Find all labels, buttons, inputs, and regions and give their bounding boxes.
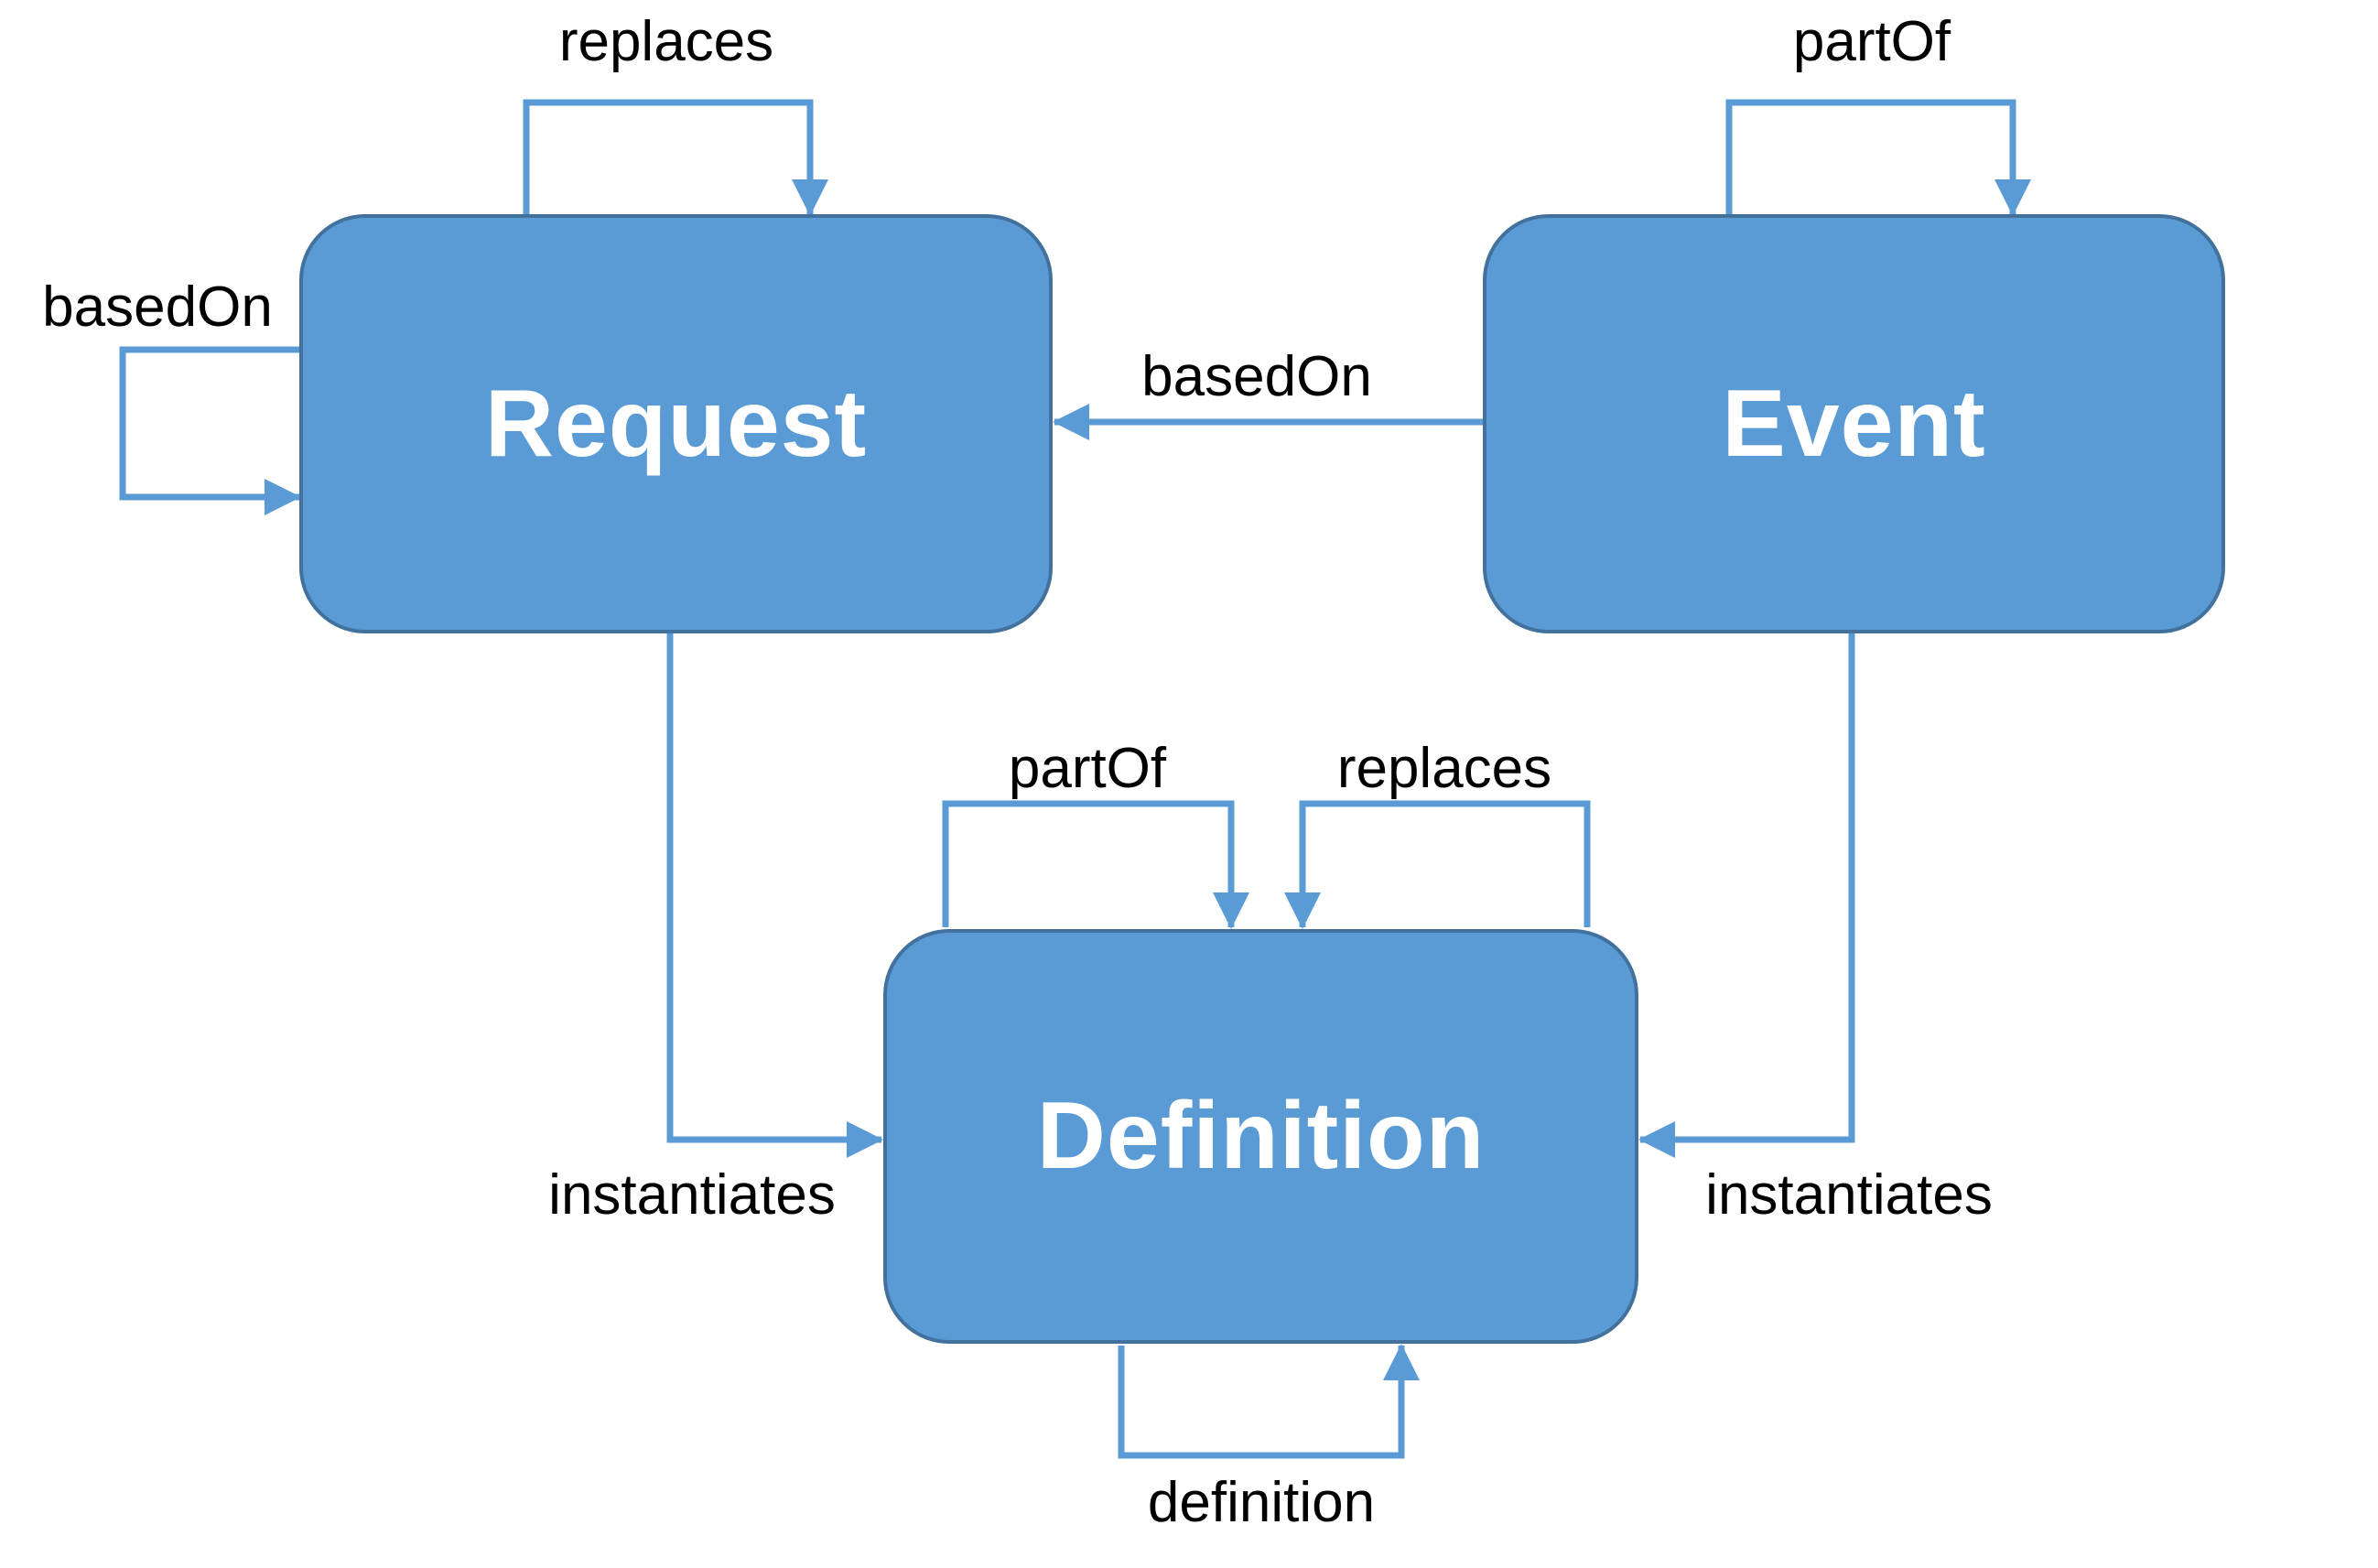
node-request-title: Request bbox=[484, 370, 868, 477]
node-request: Request bbox=[299, 214, 1053, 633]
edge-request-self-basedon bbox=[119, 346, 302, 515]
edge-label-request-basedon: basedOn bbox=[42, 276, 273, 339]
edge-event-self-partof bbox=[1725, 99, 2031, 218]
edge-label-event-instantiates: instantiates bbox=[1705, 1163, 1993, 1227]
edge-label-event-partof: partOf bbox=[1792, 10, 1951, 73]
edge-label-event-to-request-basedon: basedOn bbox=[1141, 345, 1372, 408]
node-event-title: Event bbox=[1722, 370, 1986, 477]
node-event: Event bbox=[1483, 214, 2225, 633]
edge-event-to-definition-instantiates bbox=[1638, 632, 1855, 1158]
edge-request-to-definition-instantiates bbox=[666, 632, 883, 1158]
edge-definition-self-replaces bbox=[1284, 800, 1591, 929]
edge-definition-self-definition bbox=[1118, 1344, 1420, 1459]
edge-label-definition-replaces: replaces bbox=[1336, 737, 1552, 800]
edge-request-self-replaces bbox=[523, 99, 828, 218]
edge-definition-self-partof bbox=[942, 800, 1249, 929]
edge-label-definition-definition: definition bbox=[1147, 1471, 1376, 1534]
edge-label-definition-partof: partOf bbox=[1008, 737, 1167, 800]
node-definition: Definition bbox=[883, 929, 1638, 1344]
edge-label-request-replaces: replaces bbox=[558, 10, 774, 73]
node-definition-title: Definition bbox=[1036, 1083, 1486, 1189]
edge-label-request-instantiates: instantiates bbox=[548, 1163, 836, 1227]
